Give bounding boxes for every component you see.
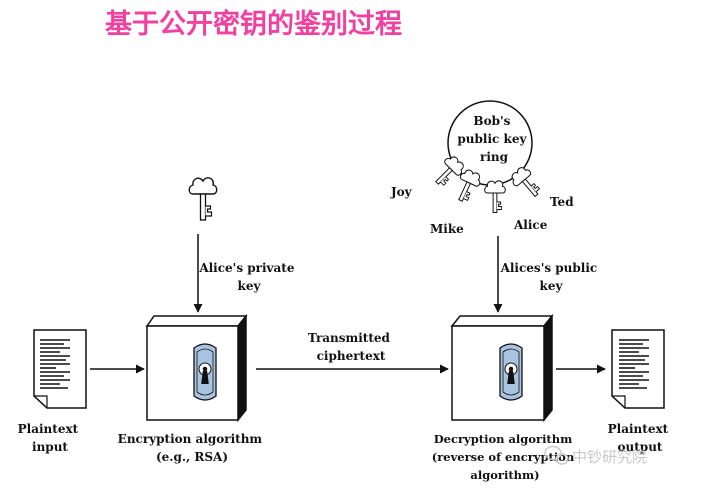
encryption-algorithm-box	[145, 313, 248, 423]
watermark-text: 中钞研究院	[572, 448, 647, 466]
alices-public-key-label: Alices's public key	[500, 261, 602, 293]
ring-name-joy: Joy	[390, 185, 413, 199]
plaintext-input-document-icon	[33, 329, 87, 409]
encryption-algorithm-label: Encryption algorithm (e.g., RSA)	[118, 432, 267, 464]
transmitted-ciphertext-label: Transmitted ciphertext	[308, 331, 394, 363]
alice-private-key-label: Alice's private key	[198, 261, 298, 293]
keyhole-lock-icon	[193, 343, 217, 401]
alice-public-key-cloud-key-icon	[484, 180, 506, 214]
ring-name-mike: Mike	[430, 222, 464, 236]
keyhole-lock-icon	[499, 343, 523, 401]
plaintext-output-document-icon	[611, 329, 665, 409]
joy-key-cloud-key-icon	[429, 152, 468, 191]
ted-key-cloud-key-icon	[507, 163, 545, 203]
decryption-algorithm-label: Decryption algorithm (reverse of encrypt…	[432, 432, 578, 482]
page-title: 基于公开密钥的鉴别过程	[105, 8, 402, 40]
ring-name-alice: Alice	[513, 218, 548, 232]
ring-name-ted: Ted	[550, 195, 574, 209]
alice-private-key-cloud-key-icon	[188, 177, 218, 221]
decryption-algorithm-box	[450, 313, 554, 423]
key-ring-label: Bob's public key ring	[457, 114, 530, 164]
plaintext-output-label: Plaintext output	[608, 422, 673, 454]
plaintext-input-label: Plaintext input	[18, 422, 83, 454]
wechat-icon	[544, 445, 569, 465]
